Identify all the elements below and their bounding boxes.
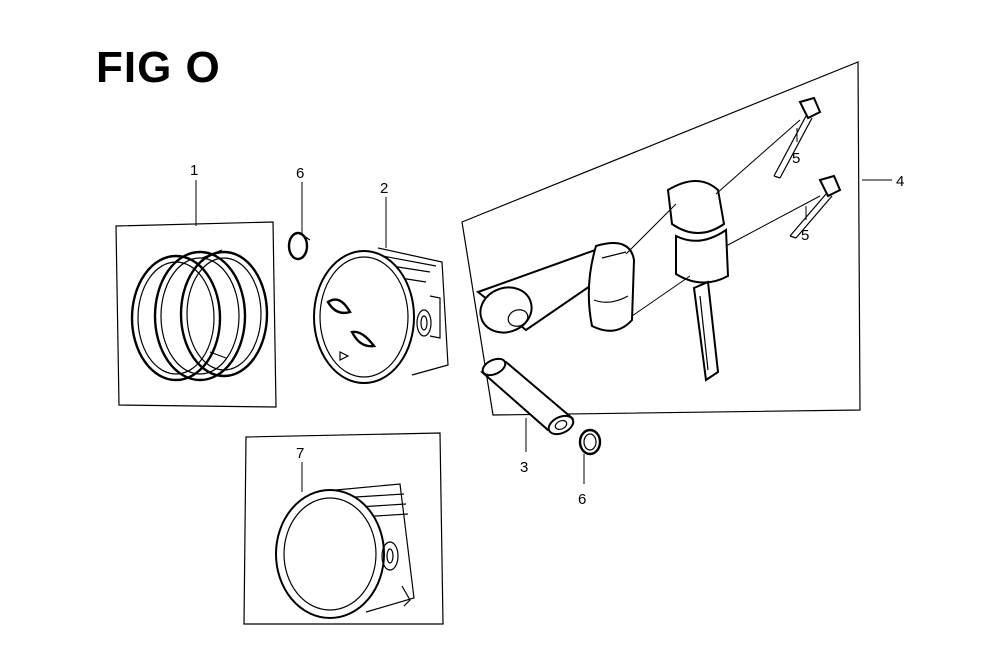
- rod-bolt-icon: [789, 174, 842, 239]
- piston-pin-icon: [480, 357, 575, 436]
- callout-1: 1: [190, 162, 198, 179]
- callout-6a: 6: [296, 165, 304, 182]
- connecting-rod-group-box: [461, 61, 861, 416]
- rod-bolt-icon: [773, 96, 822, 179]
- callout-6b: 6: [578, 491, 586, 508]
- piston-ring-set-icon: [130, 249, 269, 382]
- callout-5a: 5: [792, 150, 800, 167]
- ring-set-group-box: [115, 221, 277, 408]
- circlip-icon: [287, 231, 311, 261]
- oversize-piston-icon: [275, 483, 415, 619]
- callout-4: 4: [896, 173, 904, 190]
- connecting-rod-icon: [475, 180, 730, 382]
- oversize-piston-group-box: [243, 432, 444, 625]
- callout-3: 3: [520, 459, 528, 476]
- callout-2: 2: [380, 180, 388, 197]
- circlip-icon: [578, 428, 602, 456]
- piston-icon: [313, 247, 449, 384]
- callout-7: 7: [296, 445, 304, 462]
- figure-title: FIG O: [96, 43, 221, 92]
- callout-5b: 5: [801, 227, 809, 244]
